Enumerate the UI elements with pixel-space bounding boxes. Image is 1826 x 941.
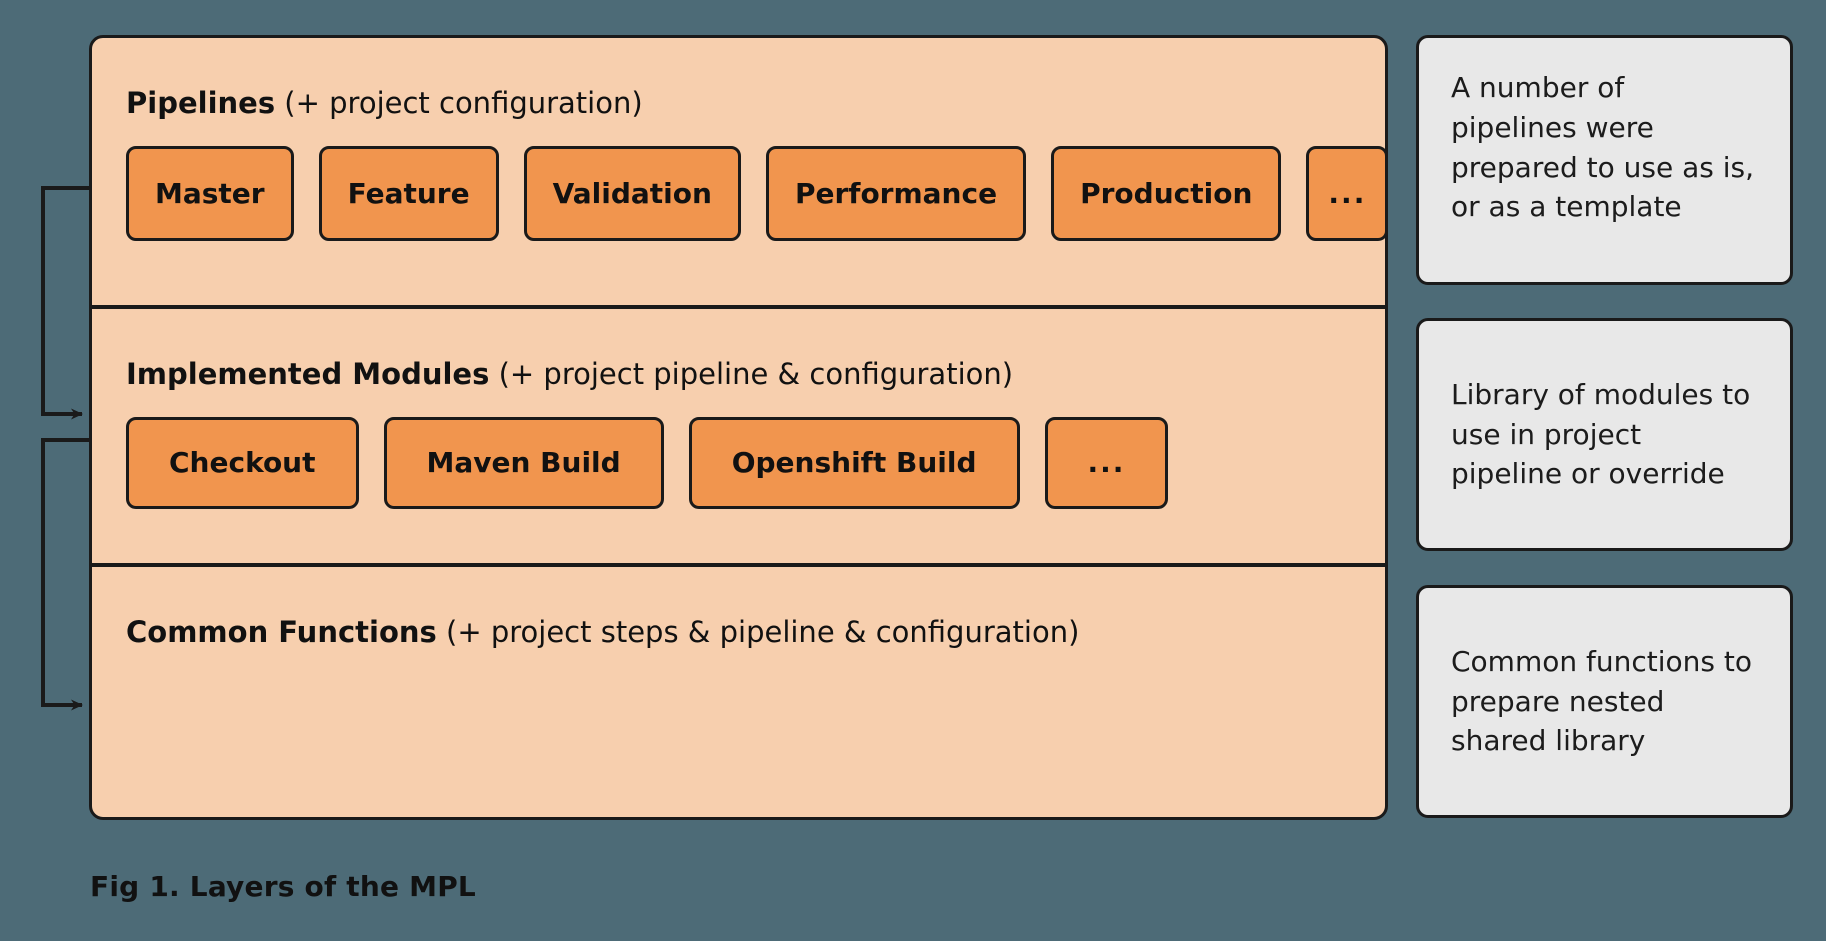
layer-common-subtitle: (+ project steps & pipeline & configurat…: [446, 615, 1080, 649]
chip-validation[interactable]: Validation: [523, 145, 741, 241]
chip-pipelines-more[interactable]: ...: [1306, 145, 1385, 241]
chip-feature[interactable]: Feature: [318, 145, 499, 241]
pipelines-chip-row: Master Feature Validation Performance Pr…: [126, 145, 1385, 241]
chip-checkout[interactable]: Checkout: [126, 416, 359, 509]
layer-implemented-modules: Implemented Modules (+ project pipeline …: [92, 305, 1385, 563]
chip-production[interactable]: Production: [1051, 145, 1282, 241]
arrow-pipelines-to-modules: [41, 186, 89, 420]
layer-modules-subtitle: (+ project pipeline & configuration): [498, 357, 1014, 391]
note-pipelines: A number of pipelines were prepared to u…: [1416, 35, 1793, 285]
layer-pipelines: Pipelines (+ project configuration) Mast…: [92, 38, 1385, 305]
layer-modules-heading: Implemented Modules (+ project pipeline …: [126, 309, 1351, 391]
chip-openshift-build[interactable]: Openshift Build: [688, 416, 1020, 509]
note-pipelines-text: A number of pipelines were prepared to u…: [1451, 71, 1755, 224]
mpl-layers-stack: Pipelines (+ project configuration) Mast…: [89, 35, 1388, 820]
note-modules-text: Library of modules to use in project pip…: [1451, 377, 1751, 491]
layer-common-functions: Common Functions (+ project steps & pipe…: [92, 563, 1385, 817]
chip-modules-more[interactable]: ...: [1044, 416, 1169, 509]
layer-pipelines-heading: Pipelines (+ project configuration): [126, 38, 1351, 120]
note-common: Common functions to prepare nested share…: [1416, 585, 1793, 818]
chip-master[interactable]: Master: [126, 145, 294, 241]
layer-pipelines-title: Pipelines: [126, 86, 276, 120]
layer-common-heading: Common Functions (+ project steps & pipe…: [126, 567, 1351, 649]
note-modules: Library of modules to use in project pip…: [1416, 318, 1793, 551]
chip-maven-build[interactable]: Maven Build: [383, 416, 664, 509]
layer-modules-title: Implemented Modules: [126, 357, 490, 391]
layer-pipelines-subtitle: (+ project configuration): [284, 86, 643, 120]
modules-chip-row: Checkout Maven Build Openshift Build ...: [126, 416, 1351, 509]
note-common-text: Common functions to prepare nested share…: [1451, 644, 1752, 758]
arrow-modules-to-common: [41, 438, 89, 711]
figure-caption: Fig 1. Layers of the MPL: [90, 870, 476, 903]
layer-common-title: Common Functions: [126, 615, 437, 649]
chip-performance[interactable]: Performance: [765, 145, 1027, 241]
